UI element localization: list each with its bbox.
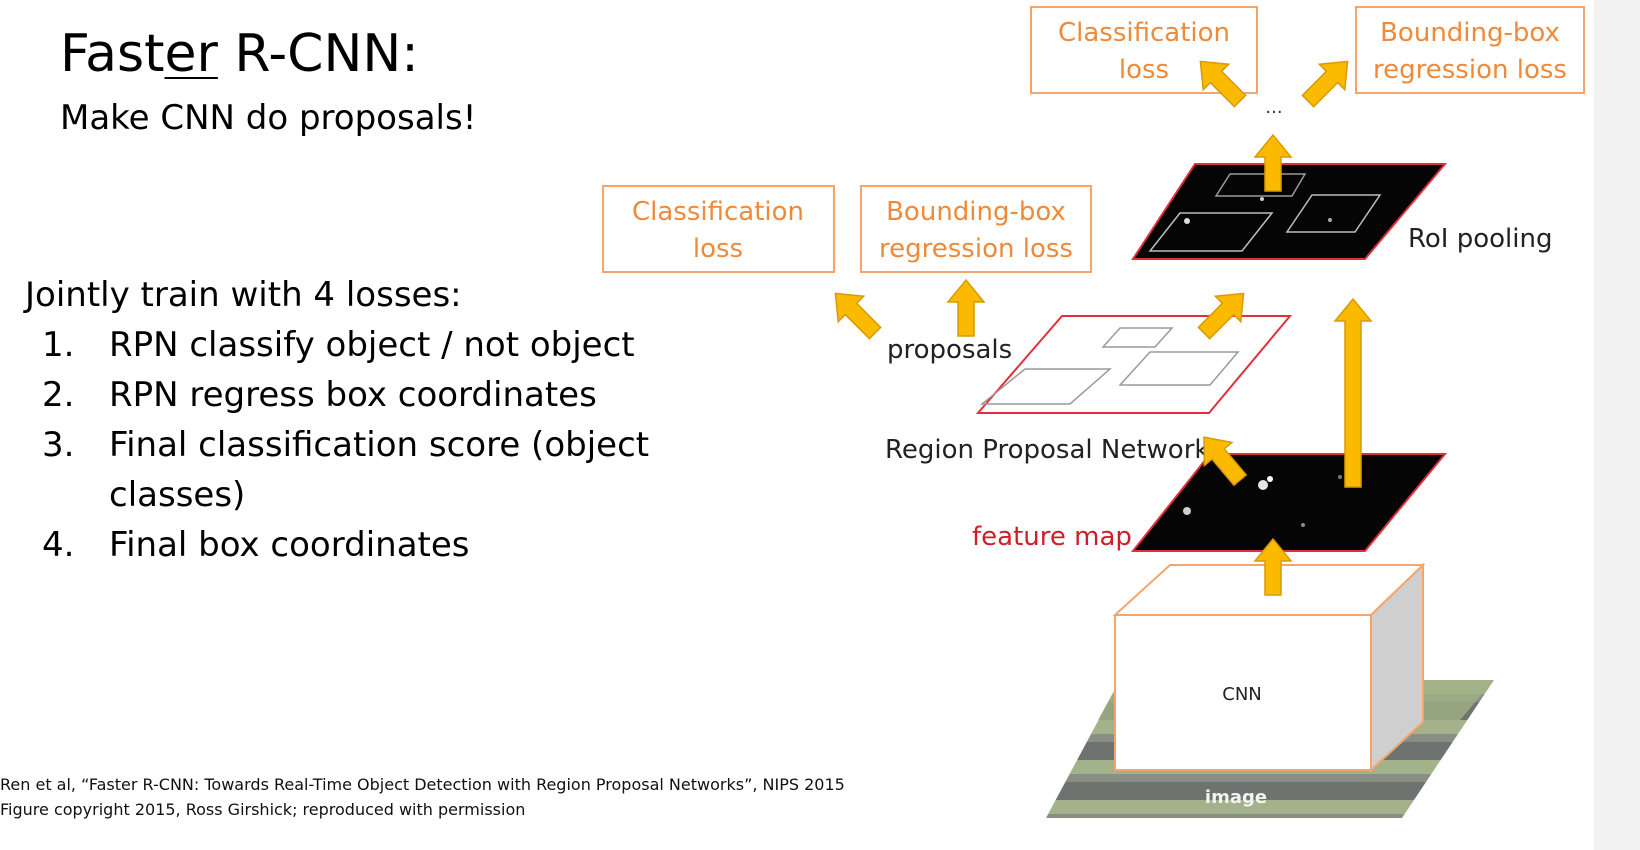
list-number: 4. bbox=[42, 525, 75, 565]
slide-subtitle: Make CNN do proposals! bbox=[60, 98, 477, 138]
roi-pooling-layer bbox=[1131, 163, 1448, 260]
title-suffix: R-CNN: bbox=[217, 24, 419, 84]
list-item: 3. Final classification score (object cla… bbox=[42, 420, 682, 520]
citation: Ren et al, “Faster R-CNN: Towards Real-T… bbox=[0, 772, 845, 822]
list-number: 2. bbox=[42, 375, 75, 415]
losses-intro: Jointly train with 4 losses: bbox=[25, 275, 462, 315]
feature-map-layer bbox=[1130, 453, 1448, 552]
list-item: 4. Final box coordinates bbox=[42, 520, 682, 570]
arrow-feature-map-to-roi bbox=[1333, 297, 1373, 488]
list-number: 1. bbox=[42, 325, 75, 365]
title-prefix: Fast bbox=[60, 24, 165, 84]
slide-title: Faster R-CNN: bbox=[60, 22, 419, 86]
list-text: RPN classify object / not object bbox=[109, 325, 635, 365]
list-item: 1. RPN classify object / not object bbox=[42, 320, 682, 370]
list-item: 2. RPN regress box coordinates bbox=[42, 370, 682, 420]
arrow-rpn-to-cls-loss bbox=[821, 279, 889, 347]
list-text: RPN regress box coordinates bbox=[109, 375, 597, 415]
top-bbox-loss-line1: Bounding-box bbox=[1380, 18, 1560, 48]
list-number: 3. bbox=[42, 425, 75, 465]
rpn-cls-loss-line1: Classification bbox=[632, 197, 804, 227]
proposals-label: proposals bbox=[887, 335, 1012, 365]
cnn-label: CNN bbox=[1222, 684, 1262, 705]
citation-line-2: Figure copyright 2015, Ross Girshick; re… bbox=[0, 800, 526, 819]
rpn-bbox-loss-line1: Bounding-box bbox=[886, 197, 1066, 227]
top-bbox-regression-loss-box: Bounding-box regression loss bbox=[1355, 6, 1585, 94]
flow-arrows bbox=[821, 47, 1373, 596]
proposals-layer bbox=[975, 315, 1293, 414]
image-label: image bbox=[1205, 787, 1267, 808]
roi-pooling-label: RoI pooling bbox=[1408, 224, 1553, 254]
losses-list: 1. RPN classify object / not object 2. RPN… bbox=[42, 320, 682, 570]
list-text: Final classification score (object class… bbox=[109, 425, 650, 515]
arrow-to-top-bbox-loss bbox=[1294, 47, 1362, 115]
list-text: Final box coordinates bbox=[109, 525, 470, 565]
arrow-rpn-to-bbox-loss bbox=[947, 279, 985, 337]
top-cls-loss-line1: Classification bbox=[1058, 18, 1230, 48]
rpn-bbox-loss-line2: regression loss bbox=[879, 234, 1073, 264]
top-cls-loss-line2: loss bbox=[1119, 55, 1169, 85]
top-bbox-loss-line2: regression loss bbox=[1373, 55, 1567, 85]
ellipsis-label: ... bbox=[1265, 97, 1282, 118]
rpn-bbox-regression-loss-box: Bounding-box regression loss bbox=[860, 185, 1092, 273]
rpn-classification-loss-box: Classification loss bbox=[602, 185, 835, 273]
citation-line-1: Ren et al, “Faster R-CNN: Towards Real-T… bbox=[0, 775, 845, 794]
rpn-cls-loss-line2: loss bbox=[693, 234, 743, 264]
feature-map-label: feature map bbox=[972, 522, 1132, 552]
rpn-label: Region Proposal Network bbox=[885, 435, 1209, 465]
right-edge-bar bbox=[1594, 0, 1640, 850]
title-underlined: er bbox=[164, 24, 218, 84]
